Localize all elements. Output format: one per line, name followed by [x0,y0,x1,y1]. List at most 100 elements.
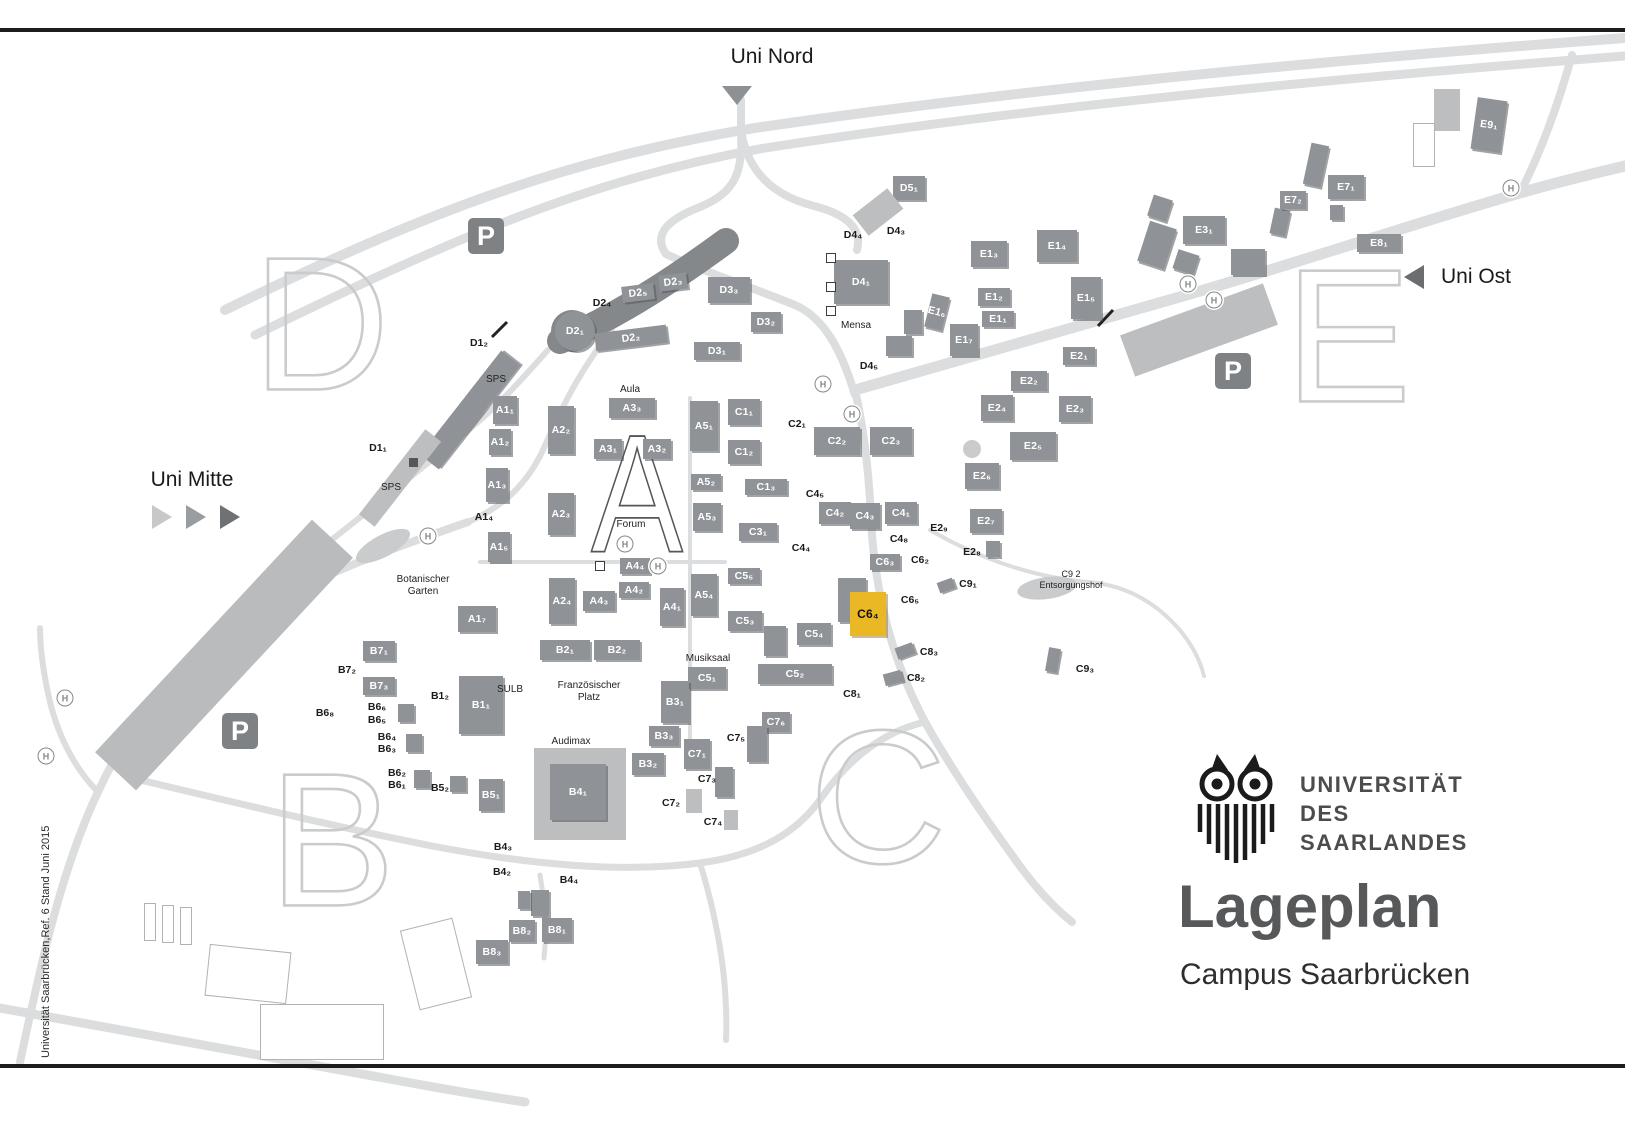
building-B8₁: B8₁ [542,918,572,942]
building-block [180,907,192,945]
place-label: SULB [496,684,524,695]
uni-nord-arrow-icon [722,86,752,105]
building-block [826,306,836,316]
building-E2₉: E2₉ [930,522,948,534]
building-E2₁: E2₁ [1063,347,1095,365]
university-name-line: DES [1300,801,1350,826]
place-label: Audimax [551,736,591,747]
uni-mitte-arrow-icon [186,505,206,529]
building-C8₂: C8₂ [906,672,926,684]
building-E7₂: E7₂ [1280,191,1306,209]
building-block [518,891,530,909]
building-B6₂: B6₂ [387,767,407,779]
building-A3₂: A3₂ [643,439,671,459]
building-C4₅: C4₅ [805,488,825,500]
building-block [715,767,733,797]
building-block [531,890,549,916]
university-name: UNIVERSITÄT DES SAARLANDES [1300,770,1468,857]
building-C3₁: C3₁ [739,523,777,541]
building-B5₁: B5₁ [479,779,503,811]
building-block [1137,220,1177,270]
building-block [986,541,1000,557]
building-B6₆: B6₆ [367,701,387,713]
map-title: Lageplan [1178,873,1442,940]
building-block [747,726,767,762]
building-D5₁: D5₁ [893,176,925,200]
building-B1₂: B1₂ [430,690,450,702]
building-C4₃: C4₃ [850,503,880,529]
bus-stop-icon: H [1502,179,1520,197]
building-A1₁: A1₁ [493,396,517,424]
building-A2₂: A2₂ [548,406,574,454]
uni-ost-arrow-icon [1404,265,1424,289]
building-block [764,626,786,656]
building-B6₁: B6₁ [388,779,406,791]
building-A3₁: A3₁ [594,439,622,459]
building-block [595,561,605,571]
building-A5₃: A5₃ [693,503,721,531]
building-C5₁: C5₁ [688,667,726,689]
building-A4₂: A4₂ [619,582,649,598]
bus-stop-icon: H [419,527,437,545]
building-C7₄: C7₄ [703,816,723,828]
building-D4₅: D4₅ [859,360,879,372]
bus-stop-icon: H [616,535,634,553]
building-A1₇: A1₇ [458,606,496,632]
building-E9₁: E9₁ [1470,97,1508,153]
building-B4₃: B4₃ [493,841,513,853]
building-C7₁: C7₁ [684,739,710,769]
building-E1₃: E1₃ [971,241,1007,267]
building-C4₁: C4₁ [885,502,917,524]
building-B8₃: B8₃ [476,940,508,964]
building-C2₃: C2₃ [870,427,912,455]
building-A5₂: A5₂ [691,474,721,490]
building-block [144,903,156,941]
building-C7₃: C7₃ [697,773,717,785]
building-block [1172,249,1200,275]
building-A2₄: A2₄ [549,578,575,624]
building-B2₂: B2₂ [594,640,640,660]
building-E1₂: E1₂ [978,288,1010,306]
building-B3₃: B3₃ [649,726,679,746]
zone-letter-D: D [252,218,389,430]
building-B5₂: B5₂ [430,782,450,794]
building-B3₁: B3₁ [661,681,689,723]
building-D2₃: D2₃ [658,272,688,292]
building-block [1231,249,1265,275]
building-C1₂: C1₂ [728,440,760,464]
building-C8₃: C8₃ [919,646,939,658]
university-name-line: UNIVERSITÄT [1300,772,1464,797]
building-block [1302,142,1330,188]
building-A1₃: A1₃ [486,468,508,502]
zone-letter-E: E [1285,230,1412,442]
building-D4₄: D4₄ [843,229,863,241]
place-label: Musiksaal [685,653,731,664]
building-D3₃: D3₃ [708,277,750,303]
uni-nord-label: Uni Nord [730,45,814,68]
building-C6₄: C6₄ [850,592,886,636]
building-block [408,457,418,467]
building-block [204,943,292,1005]
building-A1₂: A1₂ [489,429,511,455]
uni-mitte-label: Uni Mitte [150,468,234,491]
university-owl-logo [1197,754,1275,863]
building-C9₁: C9₁ [959,578,977,590]
building-D2₅: D2₅ [621,283,655,303]
building-D2₂: D2₂ [594,324,668,352]
building-C4₂: C4₂ [819,502,851,524]
building-E2₅: E2₅ [1010,432,1056,460]
building-B6₃: B6₃ [377,743,397,755]
building-B4₄: B4₄ [559,874,579,886]
place-label: Französischer Platz [557,680,621,703]
building-A4₁: A4₁ [660,588,684,626]
bus-stop-icon: H [843,405,861,423]
building-C2₂: C2₂ [814,427,860,455]
building-block [260,1004,384,1060]
building-E8₁: E8₁ [1357,234,1401,252]
building-E2₃: E2₃ [1059,396,1091,422]
place-label: C9 2 Entsorgungshof [1039,569,1103,590]
building-B6₈: B6₈ [315,707,335,719]
parking-icon: P [222,713,258,749]
zone-letter-A: A [591,400,683,588]
